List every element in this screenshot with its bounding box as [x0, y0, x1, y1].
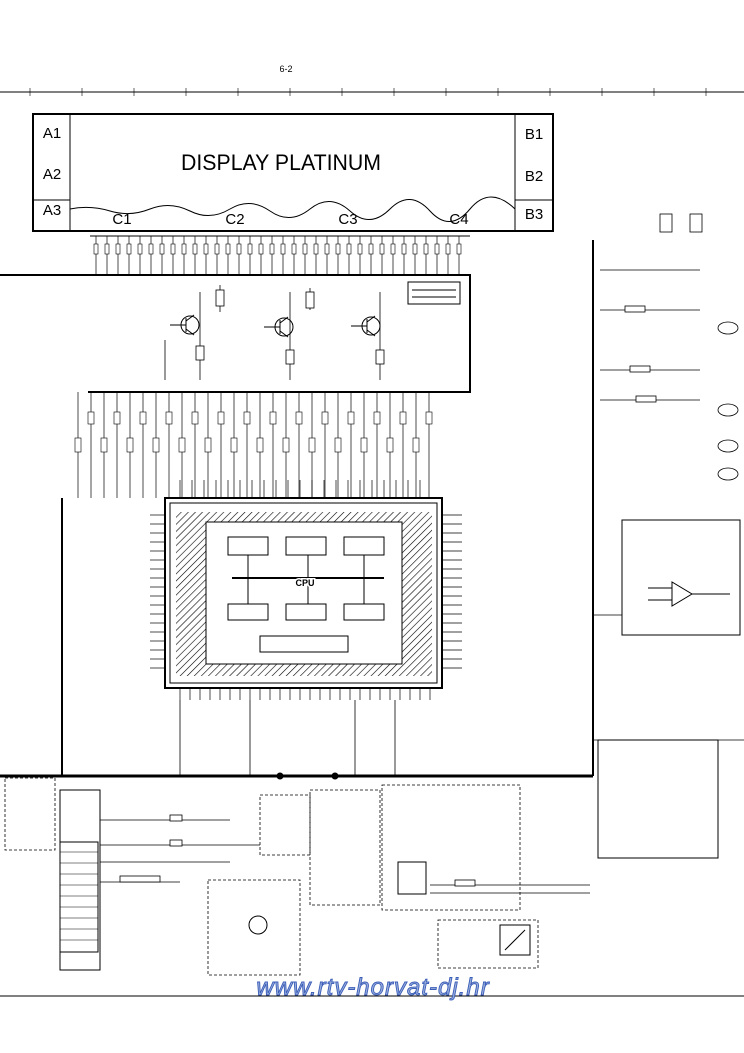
lower-wiring	[60, 700, 590, 941]
display-driver-box	[0, 274, 471, 393]
cpu-label-bg: CPU	[295, 578, 314, 588]
microcontroller: CPU CPU	[150, 497, 462, 700]
display-label-c1: C1	[112, 211, 131, 228]
cpu-label: CPU	[295, 578, 314, 588]
display-label-a1: A1	[43, 125, 61, 142]
lower-left-block	[4, 777, 101, 971]
main-bus	[0, 240, 594, 780]
display-label-c2: C2	[225, 211, 244, 228]
display-label-b2: B2	[525, 168, 543, 185]
transistor-q3	[351, 315, 381, 337]
display-label-a3: A3	[43, 202, 61, 219]
resistor-array	[74, 392, 433, 498]
page-number: 6-2	[279, 64, 292, 74]
display-label-b3: B3	[525, 206, 543, 223]
lower-mid-blocks	[207, 784, 539, 976]
display-label-c4: C4	[449, 211, 468, 228]
display-pin-row	[90, 235, 470, 275]
display-title: DISPLAY PLATINUM	[181, 150, 381, 175]
transistor-q1	[170, 314, 200, 336]
right-side-circuit	[593, 213, 744, 859]
display-label-c3: C3	[338, 211, 357, 228]
top-ruler	[0, 88, 744, 96]
display-module: A1 A2 A3 B1 B2 B3 DISPLAY PLATINUM C1 C2…	[32, 113, 554, 232]
transistor-q2	[264, 316, 294, 338]
watermark-text: www.rtv-horvat-dj.hr	[256, 974, 489, 1001]
display-label-b1: B1	[525, 126, 543, 143]
driver-wiring	[164, 285, 385, 380]
display-label-a2: A2	[43, 166, 61, 183]
